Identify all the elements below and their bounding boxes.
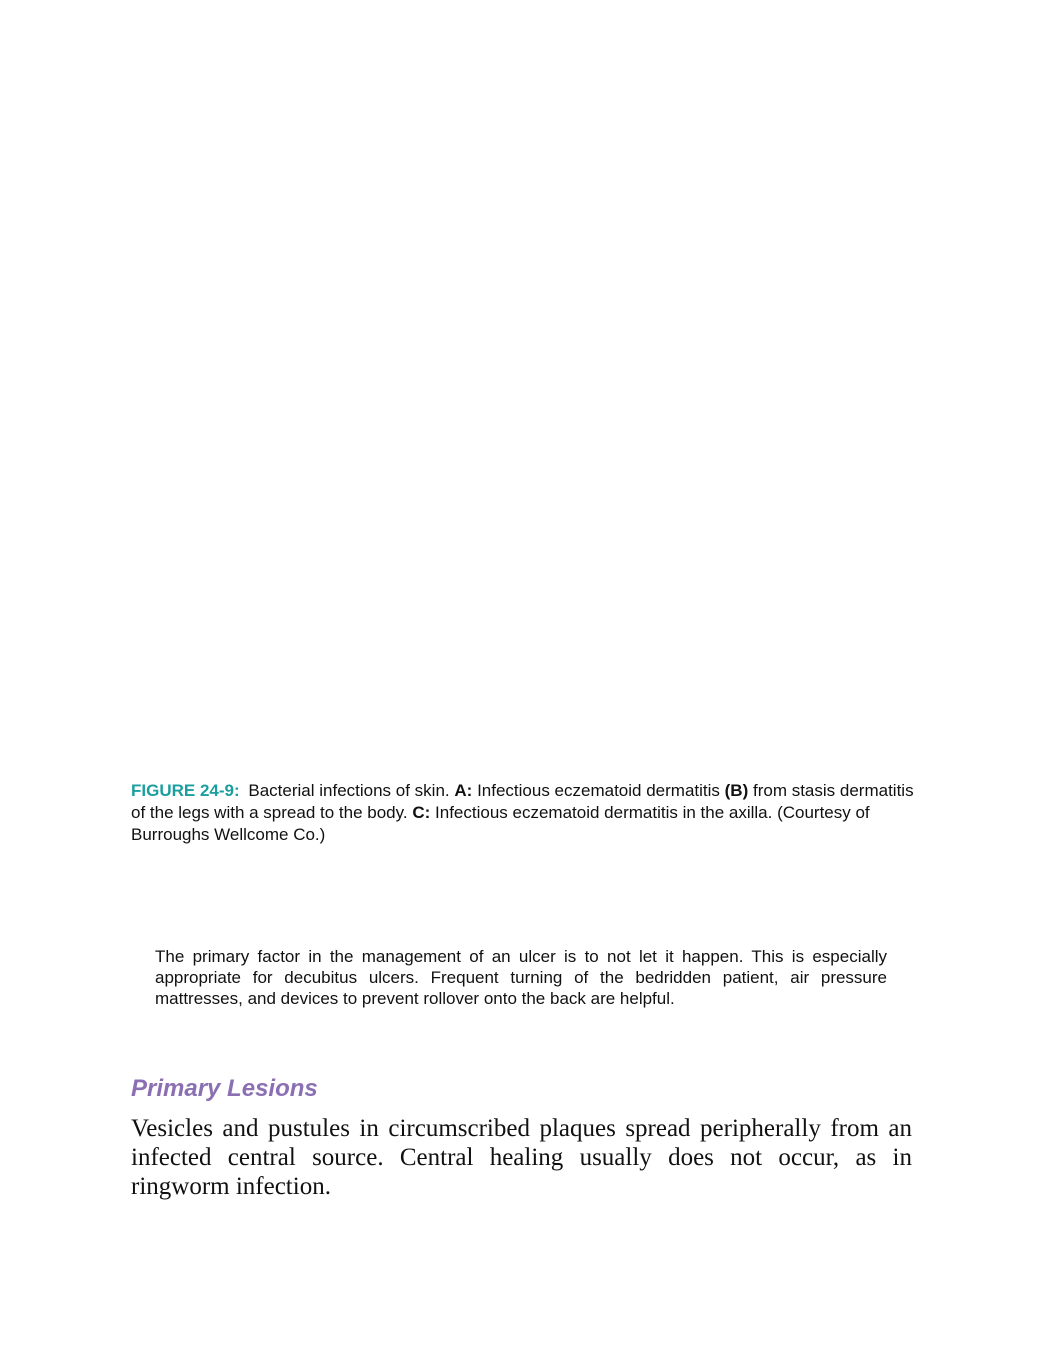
- management-note: The primary factor in the management of …: [155, 947, 887, 1008]
- caption-a-text: Infectious eczematoid dermatitis: [477, 781, 720, 800]
- caption-b-label: (B): [724, 781, 749, 800]
- caption-b-text: from stasis dermatitis of the legs with …: [131, 781, 914, 822]
- figure-caption: FIGURE 24-9: Bacterial infections of ski…: [131, 780, 921, 846]
- caption-intro: Bacterial infections of skin.: [248, 781, 450, 800]
- section-heading: Primary Lesions: [131, 1075, 318, 1102]
- caption-a-label: A:: [454, 781, 473, 800]
- caption-c-text: Infectious eczematoid dermatitis in the …: [131, 803, 870, 844]
- figure-label: FIGURE 24-9:: [131, 781, 240, 800]
- section-paragraph: Vesicles and pustules in circumscribed p…: [131, 1115, 912, 1200]
- caption-c-label: C:: [412, 803, 431, 822]
